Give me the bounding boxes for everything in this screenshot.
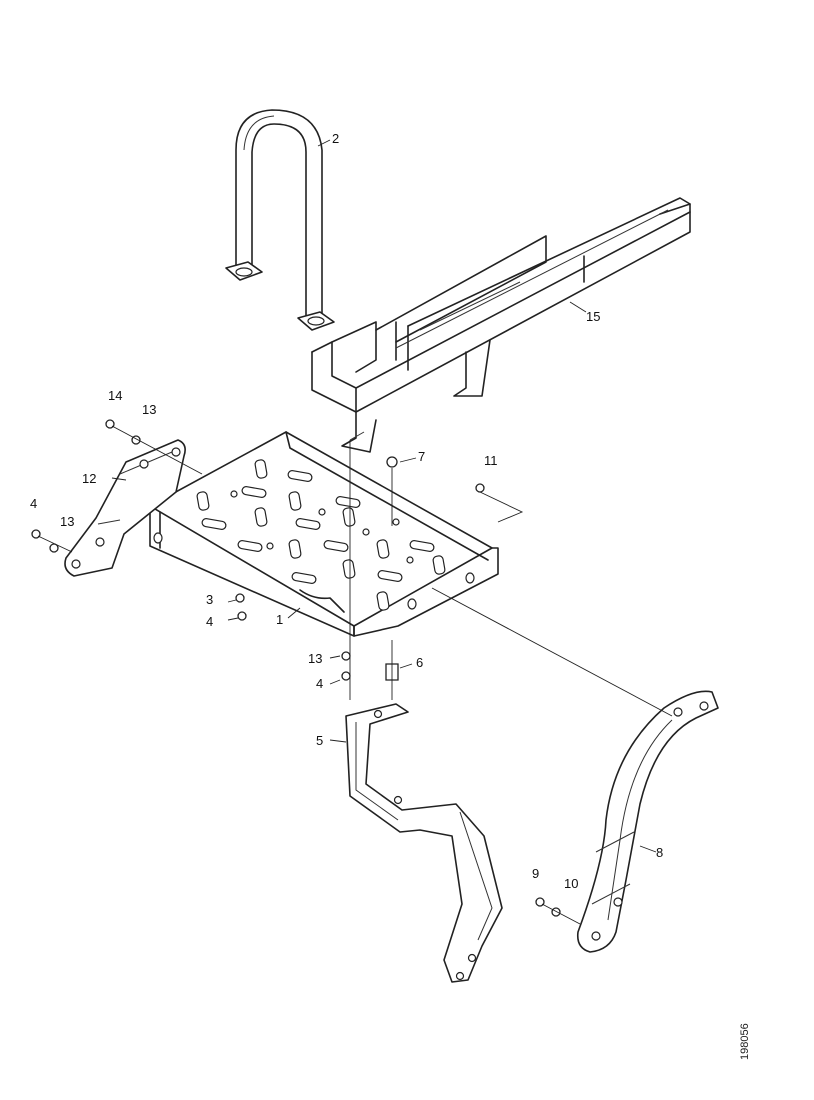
callout-13-bottom: 13: [308, 651, 322, 666]
callout-13-top: 13: [142, 402, 156, 417]
washer-10-icon: [551, 907, 561, 917]
callout-labels: 2 15 14 13 12 4 13 7 11 3 4 1 13 4 6 5 8…: [30, 131, 663, 891]
callout-4-bottom: 4: [316, 676, 323, 691]
bolt-7-icon: [386, 456, 398, 468]
callout-11: 11: [484, 453, 498, 468]
bolt-3-icon: [235, 593, 245, 603]
grab-handle-part-2: [225, 109, 335, 331]
callout-10: 10: [564, 876, 578, 891]
callout-1: 1: [276, 612, 283, 627]
callout-3: 3: [206, 592, 213, 607]
callout-2: 2: [332, 131, 339, 146]
side-bracket-part-12: [64, 439, 186, 577]
channel-rail-part-15: [311, 197, 691, 453]
step-bracket-part-5: [345, 703, 503, 983]
callout-6: 6: [416, 655, 423, 670]
callout-4-left: 4: [30, 496, 37, 511]
assembly-lines: [37, 425, 673, 925]
callout-5: 5: [316, 733, 323, 748]
callout-13-left: 13: [60, 514, 74, 529]
nut-4-icon: [341, 671, 351, 681]
nut-4-icon: [237, 611, 247, 621]
washer-13-icon: [341, 651, 351, 661]
callout-8: 8: [656, 845, 663, 860]
callout-12: 12: [82, 471, 96, 486]
callout-9: 9: [532, 866, 539, 881]
curved-brace-part-8: [576, 690, 719, 953]
bolt-11-icon: [475, 483, 485, 493]
callout-7: 7: [418, 449, 425, 464]
callout-14: 14: [108, 388, 122, 403]
callout-4-mid: 4: [206, 614, 213, 629]
callout-leaders: [111, 139, 657, 853]
platform-tray-part-1: [149, 431, 499, 637]
callout-15: 15: [586, 309, 600, 324]
document-id: 198056: [739, 1023, 751, 1060]
